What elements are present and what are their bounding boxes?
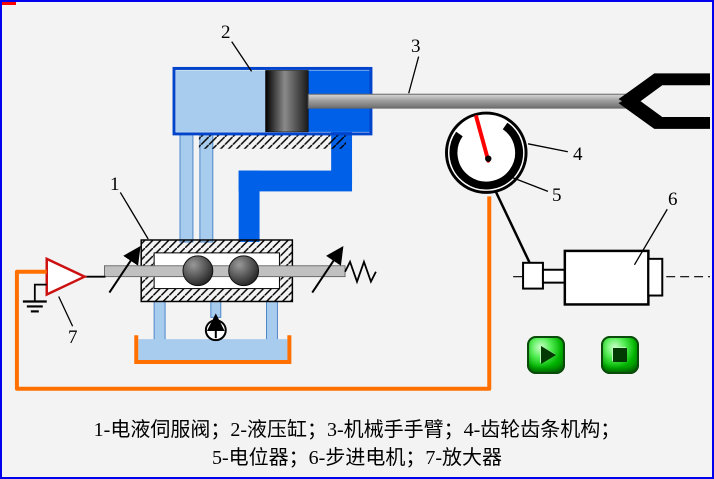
- pipe-segment: [179, 133, 194, 243]
- manipulator-arm: [307, 73, 711, 129]
- gear-potentiometer: [445, 111, 528, 194]
- stop-icon: [613, 348, 627, 362]
- ground-lead: [33, 283, 47, 302]
- play-button[interactable]: [527, 336, 565, 374]
- dial-needle: [474, 115, 491, 163]
- piston-rod: [307, 93, 629, 109]
- leader-6: [633, 208, 668, 266]
- spool-land-right: [228, 255, 260, 287]
- pipe-segment: [210, 300, 222, 318]
- part-label-6: 6: [668, 189, 678, 210]
- motor-body: [563, 249, 650, 306]
- leader-lines: [58, 41, 668, 327]
- cylinder-mount-hatch: [198, 133, 347, 149]
- pipe-pressure-line: [238, 131, 353, 242]
- part-label-2: 2: [221, 22, 231, 43]
- part-label-4: 4: [573, 144, 583, 165]
- actuator-arrow-left: [108, 245, 141, 294]
- motor-end-cap: [647, 257, 664, 297]
- stepper-motor: [494, 189, 711, 306]
- pipe-segment: [153, 300, 166, 344]
- ground-symbol: [22, 300, 47, 313]
- play-icon: [540, 346, 556, 364]
- servo-valve: [104, 239, 377, 303]
- gripper-upper-jaw: [618, 73, 711, 108]
- part-label-1: 1: [110, 174, 120, 195]
- dial-track-arc: [449, 122, 524, 190]
- legend-caption: 1-电液伺服阀；2-液压缸；3-机械手手臂；4-齿轮齿条机构； 5-电位器；6-…: [2, 416, 712, 472]
- motor-shaft: [541, 268, 566, 284]
- dial-hub: [485, 155, 492, 162]
- oil-tank: [134, 335, 292, 364]
- actuator-arrow-right: [311, 245, 344, 294]
- spool-shaft: [104, 265, 346, 278]
- amplifier: [22, 256, 106, 313]
- leader-1: [119, 192, 149, 240]
- pipe-segment: [238, 170, 260, 242]
- pump-symbol: [204, 313, 227, 342]
- feedback-wire: [14, 196, 492, 391]
- amplifier-triangle: [45, 256, 88, 297]
- part-label-3: 3: [411, 36, 421, 57]
- pipe-segment: [266, 300, 278, 344]
- cylinder-left-chamber: [176, 70, 266, 132]
- tank-outline: [134, 335, 292, 364]
- stop-button[interactable]: [601, 336, 639, 374]
- leader-2: [231, 41, 253, 72]
- tank-fluid: [138, 339, 288, 360]
- legend-line-2: 5-电位器；6-步进电机；7-放大器: [212, 447, 502, 469]
- gripper-lower-jaw: [618, 95, 711, 129]
- leader-5: [511, 176, 549, 193]
- leader-7: [58, 296, 74, 327]
- frame-corner-mark: [2, 2, 16, 5]
- piston: [265, 70, 309, 133]
- leader-3: [408, 56, 420, 94]
- legend-line-1: 1-电液伺服阀；2-液压缸；3-机械手手臂；4-齿轮齿条机构；: [93, 419, 621, 441]
- pipe-segment: [238, 170, 353, 192]
- valve-spring: [344, 259, 377, 285]
- motor-coupling: [522, 261, 544, 290]
- pipe-segment: [199, 133, 214, 243]
- part-label-7: 7: [68, 327, 78, 348]
- motor-link-line: [494, 189, 534, 269]
- spool-land-left: [182, 255, 214, 287]
- part-label-5: 5: [552, 185, 562, 206]
- leader-4: [527, 143, 568, 153]
